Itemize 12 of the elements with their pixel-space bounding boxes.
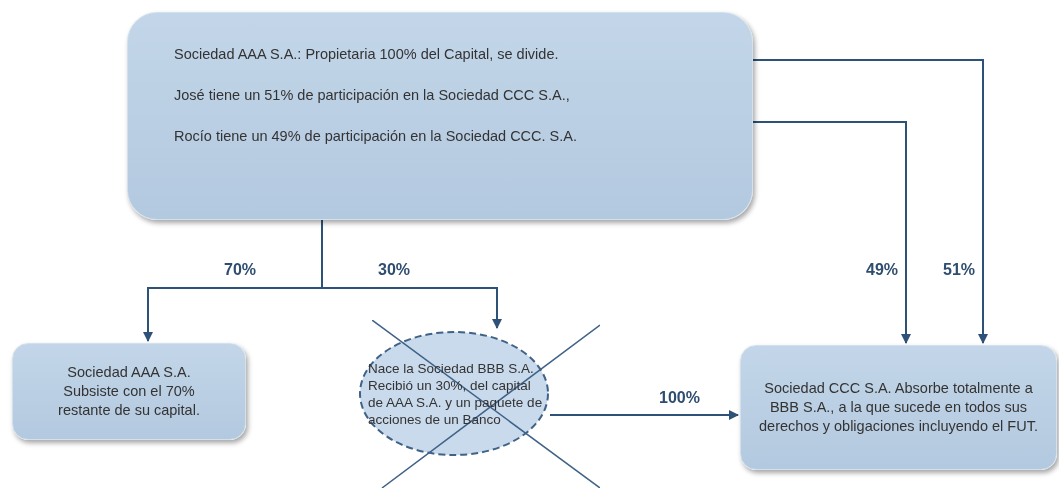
node-text: Sociedad AAA S.A. Subsiste con el 70% restante de su capital. [57,363,201,420]
node-text: Sociedad AAA S.A.: Propietaria 100% del Capital, se divide. [174,45,560,64]
arrow [549,410,739,420]
arrow [321,219,502,329]
rounded-box [12,343,246,440]
node-text: Sociedad CCC S.A. Absorbe totalmente a BBB S.A., a la que sucede en todos sus derechos y obligaciones incluyendo el FUT. [758,379,1039,436]
arrow [752,121,911,344]
node-text: José tiene un 51% de participación en la Sociedad CCC S.A., [174,85,571,105]
arrow [752,59,988,344]
rounded-box [127,12,753,220]
node-text: Rocío tiene un 49% de participación en la Sociedad CCC. S.A. [174,126,578,146]
rounded-box [740,345,1057,470]
